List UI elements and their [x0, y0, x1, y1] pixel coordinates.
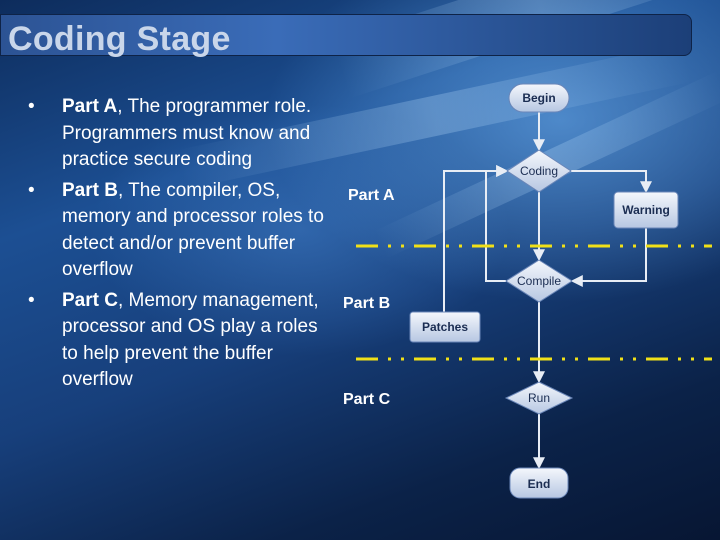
bullet-item-part-a: • Part A, The programmer role. Programmer…	[28, 94, 328, 174]
bullet-dot: •	[28, 289, 35, 311]
part-b-label: Part B	[343, 295, 390, 312]
node-compile	[505, 259, 573, 303]
edge-warning-compile	[570, 228, 647, 287]
edge-patches-coding	[443, 165, 509, 312]
edge-coding-warning	[571, 170, 652, 194]
node-run-label: Run	[528, 391, 550, 405]
node-warning	[613, 191, 679, 229]
bullet-item-part-c: • Part C, Memory management, processor an…	[28, 288, 328, 394]
node-end	[509, 467, 569, 499]
bullet-text: , The programmer role. Programmers must …	[62, 96, 312, 170]
bullet-heading: Part A	[62, 96, 118, 117]
bullet-heading: Part B	[62, 179, 118, 201]
node-end-label: End	[528, 477, 551, 491]
node-coding-label: Coding	[520, 164, 558, 178]
bullet-text: , The compiler, OS, memory and processor…	[62, 179, 324, 281]
edge-compile-coding-loop	[485, 165, 509, 282]
node-begin-label: Begin	[522, 91, 555, 105]
bullet-item-part-b: • Part B, The compiler, OS, memory and pr…	[28, 178, 328, 284]
node-patches	[409, 311, 481, 343]
part-c-label: Part C	[343, 391, 391, 408]
node-coding	[506, 149, 572, 193]
slide-title: Coding Stage	[8, 20, 231, 58]
node-warning-label: Warning	[622, 203, 670, 217]
part-a-label: Part A	[348, 187, 395, 204]
node-run	[504, 381, 574, 415]
node-compile-label: Compile	[517, 274, 561, 288]
node-begin	[508, 83, 570, 113]
bullet-text: , Memory management, processor and OS pl…	[62, 289, 319, 391]
bullet-list: • Part A, The programmer role. Programmer…	[28, 94, 328, 398]
bullet-heading: Part C	[62, 289, 118, 311]
bullet-dot: •	[28, 179, 35, 201]
bullet-dot: •	[28, 96, 35, 117]
title-bar	[0, 14, 692, 56]
node-patches-label: Patches	[422, 320, 468, 334]
